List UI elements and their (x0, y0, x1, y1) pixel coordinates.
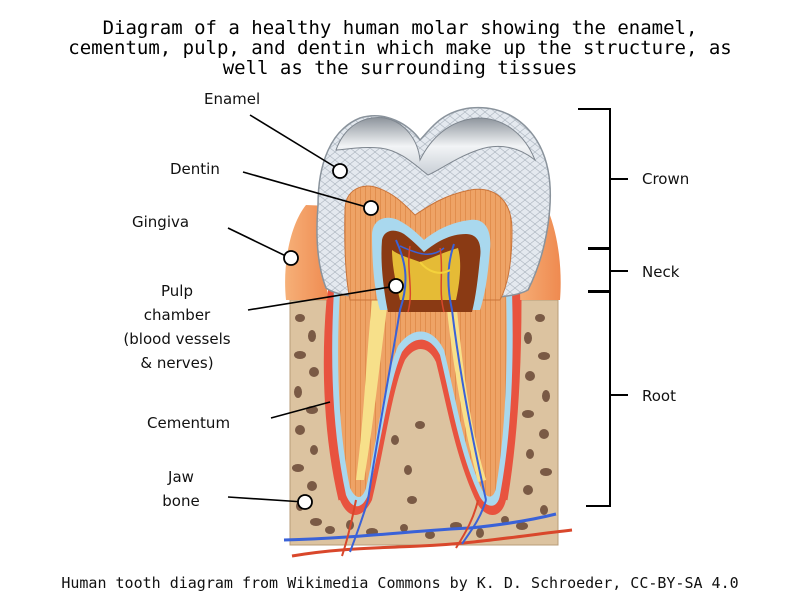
jaw-line-1: Jaw (168, 468, 194, 486)
title-line-2: cementum, pulp, and dentin which make up… (68, 37, 732, 59)
label-cementum: Cementum (147, 414, 231, 432)
marker-enamel (332, 163, 348, 179)
tooth-crown (316, 106, 551, 312)
leader-jaw-bone (227, 496, 305, 503)
bracket-neck (588, 248, 611, 292)
pulp-line-3: (blood vessels (123, 330, 231, 348)
region-brackets (578, 108, 628, 507)
leader-gingiva (227, 227, 291, 259)
label-jaw-bone: Jaw bone (150, 465, 212, 513)
title-line-1: Diagram of a healthy human molar showing… (102, 17, 698, 39)
label-markers (283, 163, 404, 510)
label-gingiva: Gingiva (132, 213, 190, 231)
title-line-3: well as the surrounding tissues (222, 57, 578, 79)
pulp-line-2: chamber (143, 306, 211, 324)
marker-pulp (388, 278, 404, 294)
attribution-caption: Human tooth diagram from Wikimedia Commo… (61, 574, 739, 592)
label-enamel: Enamel (204, 90, 261, 108)
marker-dentin (363, 200, 379, 216)
pulp-line-4: & nerves) (140, 354, 214, 372)
pulp-line-1: Pulp (161, 282, 193, 300)
bracket-crown (578, 108, 611, 249)
label-neck: Neck (642, 263, 680, 281)
label-dentin: Dentin (170, 160, 220, 178)
marker-gingiva (283, 250, 299, 266)
diagram-title: Diagram of a healthy human molar showing… (0, 18, 800, 78)
label-root: Root (642, 387, 676, 405)
jaw-line-2: bone (162, 492, 200, 510)
bracket-root (586, 291, 611, 507)
leader-pulp (247, 285, 397, 311)
leader-lines (227, 114, 397, 503)
leader-enamel (249, 114, 341, 171)
leader-cementum (270, 401, 331, 419)
marker-jaw-bone (297, 494, 313, 510)
leader-dentin (242, 171, 371, 209)
blood-vessels-and-nerves (283, 239, 573, 558)
label-crown: Crown (642, 170, 690, 188)
label-pulp-chamber: Pulp chamber (blood vessels & nerves) (104, 279, 250, 375)
